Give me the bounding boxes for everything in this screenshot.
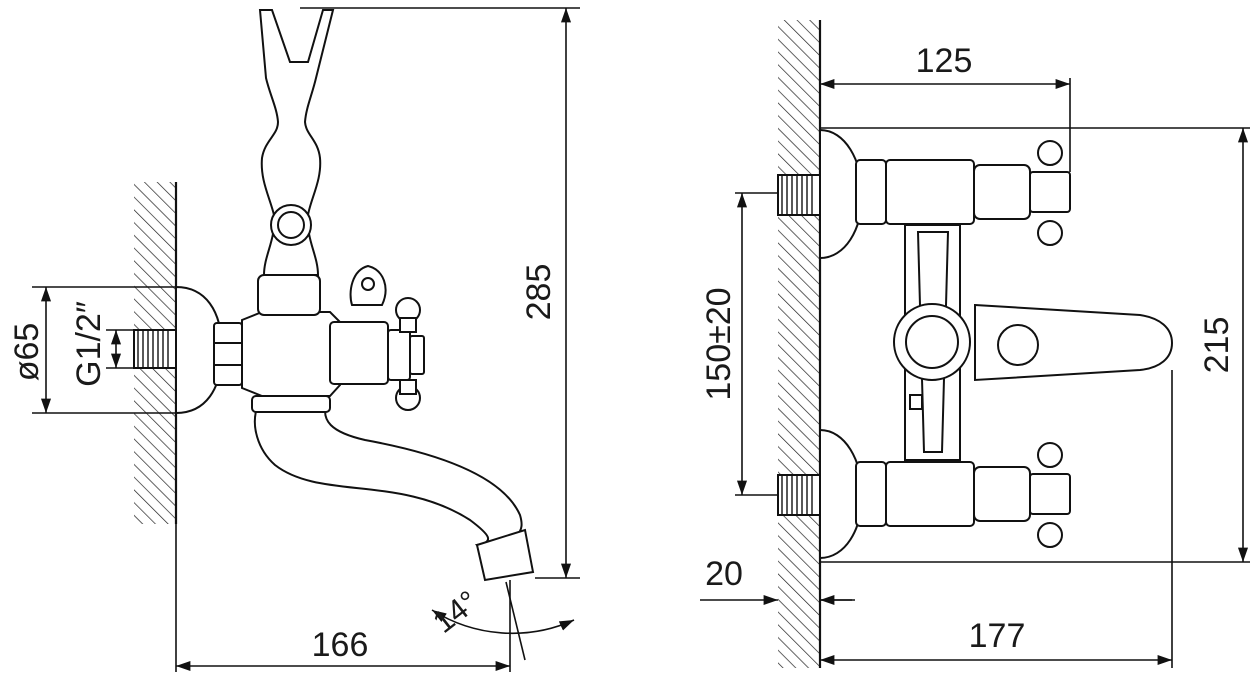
right-dimension-lines bbox=[700, 78, 1250, 668]
hex-nut bbox=[213, 322, 243, 386]
threaded-inlet-left bbox=[133, 329, 177, 369]
bottom-width-dimension: 177 bbox=[969, 617, 1026, 655]
length-dimension: 166 bbox=[312, 626, 369, 664]
left-dimension-lines bbox=[32, 7, 580, 672]
cross-handle-left bbox=[387, 297, 425, 411]
top-width-dimension: 125 bbox=[916, 42, 973, 80]
angle-dimension: 14° bbox=[426, 584, 484, 640]
thread-dimension: G1/2″ bbox=[70, 301, 108, 387]
wall-hatch-right bbox=[778, 20, 820, 668]
left-side-view bbox=[133, 9, 535, 582]
inlet-spacing-dimension: 150±20 bbox=[700, 287, 738, 400]
threaded-inlet-bottom bbox=[777, 474, 821, 516]
wall-offset-dimension: 20 bbox=[705, 555, 743, 593]
flange-diameter-dimension: ø65 bbox=[8, 323, 46, 382]
bath-spout bbox=[253, 404, 523, 550]
threaded-inlet-top bbox=[777, 174, 821, 216]
height-dimension: 285 bbox=[520, 264, 558, 321]
mixer-body bbox=[241, 311, 341, 397]
right-front-view bbox=[777, 20, 1174, 668]
right-height-dimension: 215 bbox=[1198, 317, 1236, 374]
